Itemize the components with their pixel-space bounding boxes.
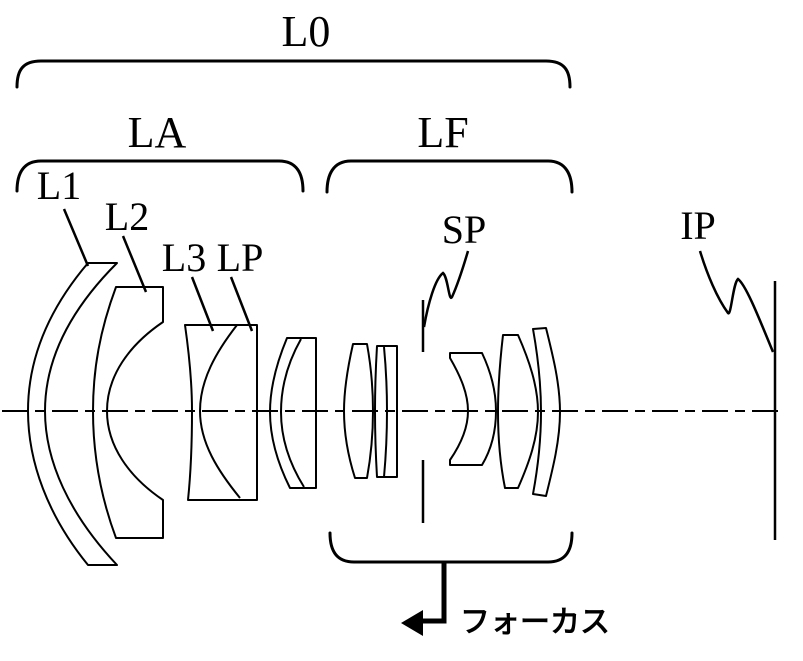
lens-5-outline <box>343 343 374 479</box>
lens-4-cemented-surface <box>280 338 305 488</box>
label-l3: L3 <box>162 235 206 280</box>
lens-l3-lp-outline <box>184 324 258 501</box>
leader-sp-squiggle <box>422 250 470 328</box>
label-l2: L2 <box>105 194 149 239</box>
bracket-la <box>15 159 305 193</box>
lens-9-outline <box>532 327 561 497</box>
bracket-l0 <box>15 59 572 89</box>
lens-8-outline <box>497 334 539 489</box>
label-focus: フォーカス <box>460 605 610 640</box>
focus-arrowhead-icon <box>401 610 423 636</box>
leader-l3 <box>190 276 215 332</box>
lens-l1-outline <box>27 262 118 566</box>
label-la: LA <box>128 108 187 157</box>
label-l0: L0 <box>282 7 331 56</box>
label-ip: IP <box>680 203 716 248</box>
lens-6-outline <box>374 345 398 478</box>
leader-lp <box>229 276 254 332</box>
lens-l3-lp-cemented-surface <box>199 324 241 499</box>
leader-l2 <box>121 235 148 293</box>
label-l1: L1 <box>37 163 81 208</box>
label-lf: LF <box>417 108 468 157</box>
lens-l2-outline <box>92 286 164 539</box>
lens-4-outline <box>269 337 317 489</box>
label-sp: SP <box>442 207 487 252</box>
leader-l1 <box>62 208 90 267</box>
focus-arrow-stem <box>418 562 447 624</box>
lens-7-outline <box>449 352 497 466</box>
lens-6-cemented-surface <box>383 346 388 478</box>
label-lp: LP <box>217 235 264 280</box>
bracket-lf <box>325 159 574 194</box>
leader-ip-squiggle <box>698 250 775 353</box>
bracket-focus-group <box>328 531 574 564</box>
